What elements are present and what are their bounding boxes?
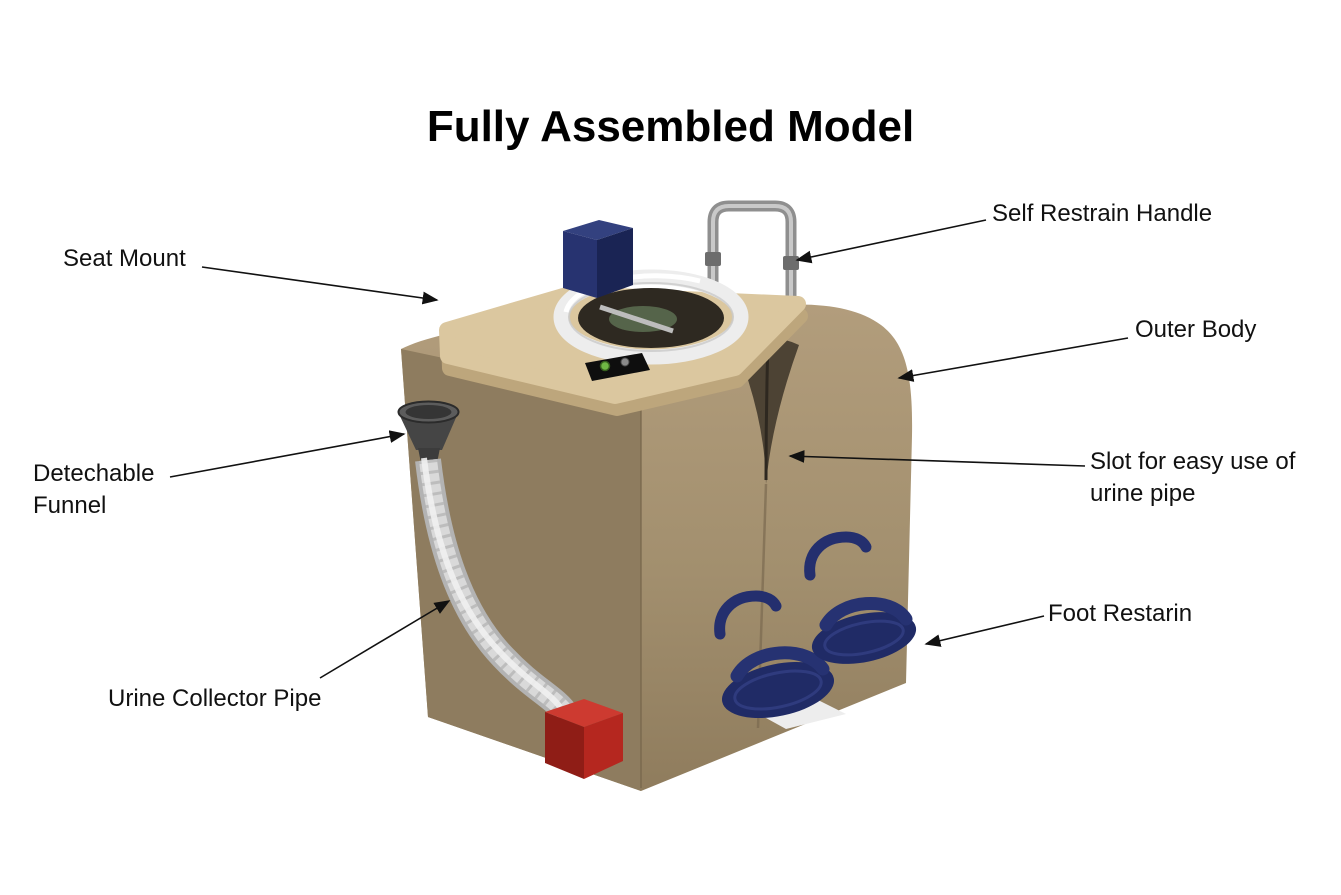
top-blue-box-part [563, 220, 633, 298]
self-restrain-handle-part [705, 200, 799, 310]
arrow-outer-body [897, 337, 1129, 382]
diagram-title: Fully Assembled Model [426, 102, 915, 151]
detachable-funnel-part [397, 400, 460, 468]
label-slot-urine-pipe: Slot for easy use of urine pipe [1090, 448, 1296, 507]
arrow-pipe [319, 600, 451, 679]
annotation-arrows [169, 219, 1129, 679]
arrow-funnel [169, 430, 406, 478]
seat-ring-part [553, 269, 749, 365]
label-urine-collector-pipe: Urine Collector Pipe [108, 685, 322, 712]
arrow-handle [795, 219, 987, 264]
label-seat-mount: Seat Mount [63, 245, 186, 272]
label-outer-body: Outer Body [1135, 316, 1257, 343]
arrow-slot [788, 450, 1086, 467]
arrow-seat-mount [201, 266, 439, 305]
control-panel-part [585, 353, 650, 381]
label-self-restrain-handle: Self Restrain Handle [992, 200, 1213, 227]
foot-restraint-parts [714, 531, 917, 719]
collector-box-part [545, 699, 623, 779]
label-foot-restrain: Foot Restarin [1048, 600, 1193, 627]
urine-collector-pipe-part [415, 457, 578, 722]
label-detachable-funnel: Detechable Funnel [33, 460, 155, 519]
arrow-foot-restrain [924, 615, 1045, 647]
